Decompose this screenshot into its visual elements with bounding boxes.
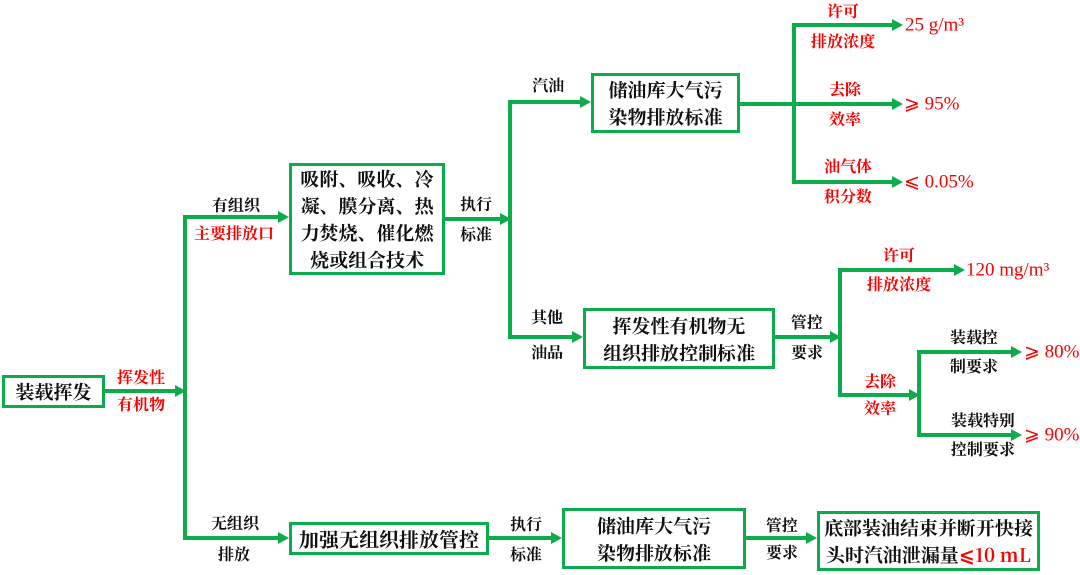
edge-execute-top (445, 217, 500, 221)
node-standard-fugitive: 挥发性有机物无组织排放控制标准 (583, 308, 775, 369)
node-text-line: 力焚烧、催化燃 (300, 219, 434, 246)
edge-label-execute-bottom-below: 标准 (509, 542, 543, 565)
arrowhead-removal-top (892, 98, 903, 110)
edge-label-loading-special-below: 控制要求 (950, 437, 1016, 460)
arrowhead-permit-mid (954, 264, 965, 276)
edge-vapor-fraction (796, 180, 892, 184)
node-treatment: 吸附、吸收、冷凝、膜分离、热力焚烧、催化燃烧或组合技术 (289, 163, 445, 275)
edge-permit-top (796, 23, 892, 27)
edge-other-oil (512, 335, 572, 339)
edge-label-gasoline: 汽油 (531, 73, 565, 96)
edge-label-organized-below: 主要排放口 (193, 221, 275, 244)
edge-loading-special (921, 433, 1011, 437)
edge-label-loading-ctrl-above: 装载控 (949, 325, 999, 348)
outcome-permit-concentration-top: 25 g/m³ (905, 14, 965, 36)
outcome-permit-concentration-mid: 120 mg/m³ (966, 259, 1050, 281)
leak-line2-red: ⩽10 mL (958, 541, 1032, 568)
edge-label-control-mid-above: 管控 (790, 310, 824, 333)
node-text-line: 挥发性有机物无 (612, 311, 746, 339)
edge-removal-mid (842, 393, 909, 397)
edge-label-voc-above: 挥发性 (116, 365, 166, 388)
node-standard-bottom: 储油库大气污染物排放标准 (562, 508, 746, 569)
edge-label-unorganized-above: 无组织 (210, 511, 260, 534)
arrowhead-other-oil (572, 331, 583, 343)
node-text-line: 烧或组合技术 (309, 246, 424, 273)
arrowhead-gasoline (580, 96, 591, 108)
edge-execute-bottom (489, 536, 551, 540)
branch-line-source (183, 215, 187, 540)
edge-label-permit-mid-above: 许可 (882, 243, 916, 266)
arrowhead-organized (278, 211, 289, 223)
edge-label-control-bottom-below: 要求 (765, 540, 799, 563)
leak-line2-black: 头时汽油泄漏量 (825, 541, 959, 568)
arrowhead-vapor-fraction (892, 176, 903, 188)
arrowhead-unorganized (278, 532, 289, 544)
edge-label-execute-top-above: 执行 (459, 192, 493, 215)
edge-label-permit-top-below: 排放浓度 (810, 29, 876, 52)
node-strengthen: 加强无组织排放管控 (289, 522, 489, 555)
edge-label-control-mid-below: 要求 (790, 340, 824, 363)
edge-permit-mid (842, 268, 954, 272)
node-text-line: 染物排放标准 (608, 103, 723, 130)
arrowhead-permit-top (892, 19, 903, 31)
edge-label-loading-ctrl-below: 制要求 (949, 354, 999, 377)
edge-control-mid (775, 335, 830, 339)
node-text-line: 加强无组织排放管控 (299, 524, 479, 553)
node-text-line: 凝、膜分离、热 (300, 192, 434, 219)
arrowhead-control-bottom (806, 532, 817, 544)
arrowhead-loading-special (1011, 429, 1022, 441)
edge-label-execute-top-below: 标准 (459, 222, 493, 245)
edge-gasoline (512, 100, 580, 104)
node-text-line: 头时汽油泄漏量⩽10 mL (826, 541, 1031, 568)
edge-label-removal-mid-below: 效率 (863, 396, 897, 419)
node-text-line: 装载挥发 (15, 378, 92, 405)
arrowhead-loading-ctrl (1011, 346, 1022, 358)
node-text-line: 储油库大气污 (596, 511, 711, 539)
arrowhead-voc (175, 385, 186, 397)
edge-label-loading-special-above: 装载特别 (950, 408, 1016, 431)
edge-label-removal-top-above: 去除 (828, 77, 862, 100)
edge-label-vapor-above: 油气体 (823, 154, 873, 177)
edge-label-other-oil-below: 油品 (530, 340, 564, 363)
node-text-line: 储油库大气污 (608, 76, 723, 103)
node-text-line: 组织排放控制标准 (602, 338, 755, 366)
edge-label-vapor-below: 积分数 (823, 184, 873, 207)
edge-label-voc-below: 有机物 (116, 392, 166, 415)
outcome-vapor-volume-fraction: ⩽ 0.05% (904, 171, 974, 193)
edge-label-control-bottom-above: 管控 (765, 513, 799, 536)
edge-label-other-oil-above: 其他 (530, 305, 564, 328)
edge-label-permit-top-above: 许可 (826, 0, 860, 22)
edge-label-permit-mid-below: 排放浓度 (866, 272, 932, 295)
edge-voc (105, 389, 175, 393)
arrowhead-execute-top (500, 213, 511, 225)
arrowhead-execute-bottom (551, 532, 562, 544)
node-text-line: 吸附、吸收、冷 (300, 165, 434, 192)
edge-label-removal-top-below: 效率 (828, 107, 862, 130)
edge-label-execute-bottom-above: 执行 (509, 512, 543, 535)
node-text-line: 染物排放标准 (596, 538, 711, 566)
outcome-loading-special-value: ⩾ 90% (1024, 424, 1080, 446)
outcome-removal-efficiency-top: ⩾ 95% (904, 93, 960, 115)
edge-label-unorganized-below: 排放 (217, 542, 251, 565)
edge-control-bottom (746, 536, 806, 540)
outcome-loading-ctrl-value: ⩾ 80% (1024, 341, 1080, 363)
node-standard-gasoline: 储油库大气污染物排放标准 (591, 73, 740, 133)
node-source: 装载挥发 (2, 375, 105, 408)
arrowhead-removal-mid (909, 389, 920, 401)
node-text-line: 底部装油结束并断开快接 (823, 514, 1033, 541)
edge-unorganized (187, 536, 278, 540)
edge-removal-top (740, 102, 892, 106)
edge-label-organized-above: 有组织 (211, 193, 261, 216)
edge-organized (187, 215, 278, 219)
edge-label-removal-mid-above: 去除 (863, 369, 897, 392)
edge-loading-ctrl (921, 350, 1011, 354)
arrowhead-control-mid (830, 331, 841, 343)
node-leak: 底部装油结束并断开快接头时汽油泄漏量⩽10 mL (817, 511, 1040, 571)
